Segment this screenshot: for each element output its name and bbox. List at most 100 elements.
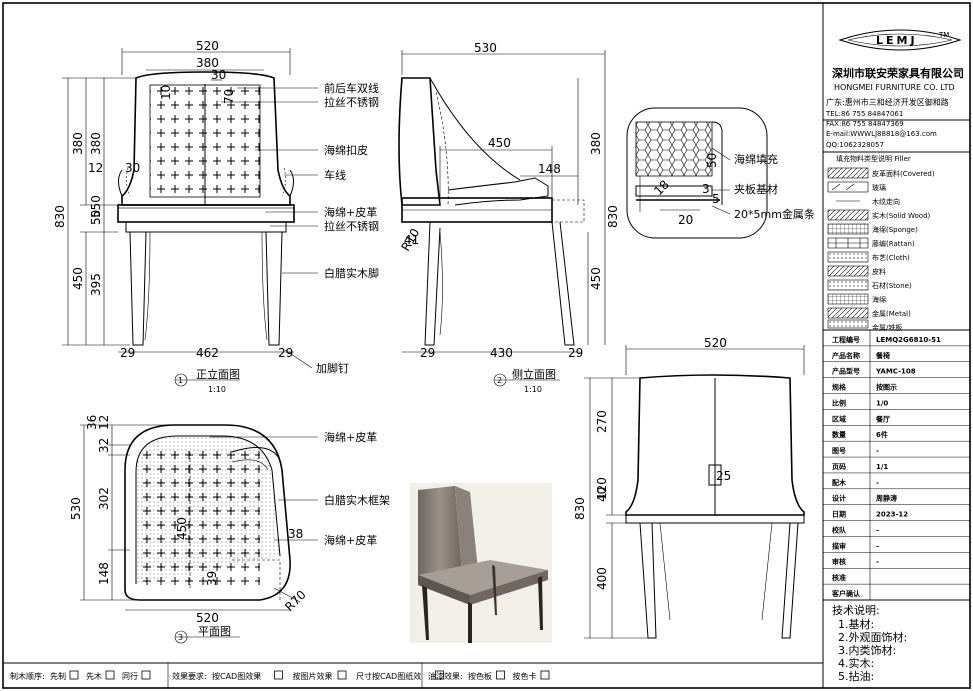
side-dim-430: 430	[490, 346, 513, 360]
bottom-option-label: 按色板	[468, 671, 492, 681]
company-email: E-mail:WWWLJ88818@163.com	[826, 130, 937, 138]
detail-callout-1: 海绵填充	[734, 152, 778, 166]
side-dim-41: 41	[404, 233, 419, 247]
side-view-scale: 1:10	[524, 385, 542, 394]
front-dim-70: 70	[222, 89, 236, 104]
side-dim-450: 450	[488, 136, 511, 150]
option-checkbox[interactable]	[435, 670, 444, 680]
front-callout-3: 海绵扣皮	[324, 143, 368, 157]
option-checkbox[interactable]	[496, 670, 505, 680]
product-photo	[410, 483, 552, 643]
plan-view-title: 平面图	[198, 625, 231, 638]
company-qq: QQ:1062328057	[826, 141, 884, 149]
titleblock-value: 餐厅	[875, 414, 890, 423]
plan-callout-1: 海绵+皮革	[324, 430, 377, 444]
side-dim-450h: 450	[589, 267, 603, 290]
bottom-option-label: 先制	[50, 671, 66, 681]
front-dim-395: 395	[89, 273, 103, 296]
front-dim-29b: 29	[278, 346, 293, 360]
option-checkbox[interactable]	[141, 670, 151, 680]
titleblock-label: 工程编号	[832, 335, 860, 344]
titleblock-label: 产品型号	[832, 367, 860, 376]
material-item: 皮料	[872, 267, 886, 276]
detail-callout-3: 20*5mm金属条	[734, 207, 815, 221]
material-item: 石材(Stone)	[872, 281, 912, 290]
titleblock-value: YAMC-108	[875, 368, 916, 376]
titleblock-label: 核准	[832, 573, 846, 582]
front-view-scale: 1:10	[208, 385, 226, 394]
tech-note-item: 5.拈油:	[838, 669, 874, 683]
front-dim-830: 830	[53, 205, 67, 228]
titleblock-label: 描审	[832, 541, 846, 550]
company-logo-text: LEMJ	[876, 34, 918, 47]
titleblock-value: 1/0	[876, 399, 888, 407]
bottom-bar	[167, 663, 423, 688]
materials-header: 填充物料类型说明 Filler	[836, 154, 911, 163]
titleblock-label: 产品名称	[832, 351, 860, 360]
back-dim-270: 270	[595, 410, 609, 433]
back-view	[584, 345, 805, 639]
option-checkbox[interactable]	[105, 670, 115, 680]
titleblock-value: -	[876, 447, 879, 455]
option-checkbox[interactable]	[337, 670, 347, 680]
front-callout-2: 拉丝不锈钢	[324, 95, 379, 109]
plan-view	[80, 424, 318, 644]
bottom-group-label: 油漆效果:	[428, 671, 463, 681]
bottom-group-label: 效果要求:	[172, 671, 207, 681]
bottom-option-label: 按CAD图效果	[212, 671, 261, 681]
bottom-option-label: 按图片效果	[293, 671, 333, 681]
option-checkbox[interactable]	[274, 670, 283, 680]
plan-dim-39: 39	[205, 571, 219, 586]
tech-note-item: 4.实木:	[838, 656, 874, 670]
trademark: TM	[938, 31, 949, 39]
back-dim-400: 400	[595, 567, 609, 590]
side-dim-148: 148	[538, 162, 561, 176]
front-dim-520: 520	[196, 39, 219, 53]
titleblock-value: 按图示	[876, 383, 897, 392]
bottom-option-label: 同行	[122, 671, 138, 681]
side-view	[398, 50, 606, 387]
tech-note-item: 3.内类饰材:	[838, 643, 896, 657]
front-dim-12: 12	[88, 161, 103, 175]
side-dim-29b: 29	[568, 346, 583, 360]
material-item: 藤编(Rattan)	[872, 239, 915, 248]
detail-callout-2: 夹板基材	[734, 182, 778, 196]
front-dim-30: 30	[211, 68, 226, 82]
front-callout-1: 前后车双线	[324, 81, 379, 95]
material-item: 布艺(Cloth)	[872, 253, 910, 262]
titleblock-value: 周静涛	[876, 494, 897, 503]
titleblock-label: 数量	[832, 430, 846, 439]
titleblock-value: 6件	[876, 430, 888, 439]
titleblock-label: 比例	[832, 398, 846, 407]
titleblock-value: LEMQ2G6810-51	[876, 336, 941, 344]
option-checkbox[interactable]	[540, 670, 550, 680]
bottom-group-label: 制木顺序:	[10, 671, 45, 681]
front-dim-450: 450	[71, 267, 85, 290]
company-fax: FAX:86 755 84847369	[826, 120, 904, 128]
front-dim-50: 50	[89, 210, 103, 225]
plan-dim-148: 148	[97, 562, 111, 585]
titleblock-label: 图号	[832, 446, 846, 455]
option-checkbox[interactable]	[69, 670, 79, 680]
company-address: 广东:惠州市三和经济开发区御和路	[826, 97, 949, 107]
plan-dim-450: 450	[175, 517, 189, 540]
tech-note-item: 2.外观面饰材:	[838, 630, 907, 644]
material-item: 皮革面料(Covered)	[872, 169, 935, 178]
detail-dim-5: 5	[712, 192, 720, 206]
titleblock-value: -	[876, 542, 879, 550]
titleblock-value: 1/1	[876, 463, 888, 471]
plan-callout-2: 白腊实木框架	[324, 493, 390, 507]
back-dim-40: 40	[595, 487, 609, 502]
titleblock-value: -	[876, 479, 879, 487]
side-dim-530: 530	[474, 41, 497, 55]
material-item: 金属/铁板	[872, 323, 902, 332]
title-panel	[823, 29, 970, 601]
front-dim-30b: 30	[125, 161, 140, 175]
front-dim-29a: 29	[120, 346, 135, 360]
detail-dim-3: 3	[702, 182, 710, 196]
front-dim-10: 10	[159, 85, 173, 100]
titleblock-label: 设计	[832, 494, 846, 503]
material-item: 实木(Solid Wood)	[872, 211, 931, 220]
plan-dim-530: 530	[69, 497, 83, 520]
